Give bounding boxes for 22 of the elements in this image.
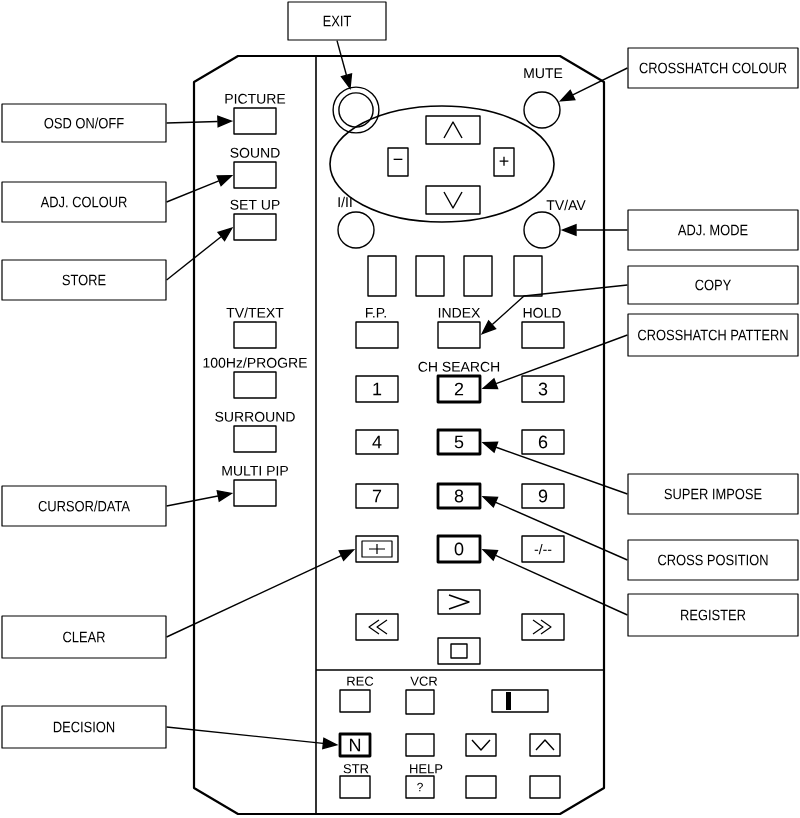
button: 1 bbox=[355, 375, 399, 403]
round-button bbox=[332, 86, 380, 134]
button bbox=[405, 733, 435, 757]
button bbox=[529, 775, 561, 799]
button bbox=[367, 255, 397, 297]
button bbox=[465, 775, 497, 799]
button bbox=[415, 255, 445, 297]
remote-control bbox=[192, 54, 606, 816]
button: 2 bbox=[436, 374, 482, 404]
button: 6 bbox=[521, 429, 565, 455]
button bbox=[513, 255, 543, 297]
button: 3 bbox=[521, 375, 565, 403]
button: 9 bbox=[521, 483, 565, 509]
button: − bbox=[387, 147, 409, 177]
button bbox=[463, 255, 493, 297]
button: 8 bbox=[436, 482, 482, 510]
button: 4 bbox=[355, 429, 399, 455]
button: N bbox=[338, 732, 372, 758]
button: 0 bbox=[436, 534, 482, 564]
button: 5 bbox=[436, 428, 482, 456]
button: + bbox=[493, 147, 515, 177]
button: 7 bbox=[355, 483, 399, 509]
